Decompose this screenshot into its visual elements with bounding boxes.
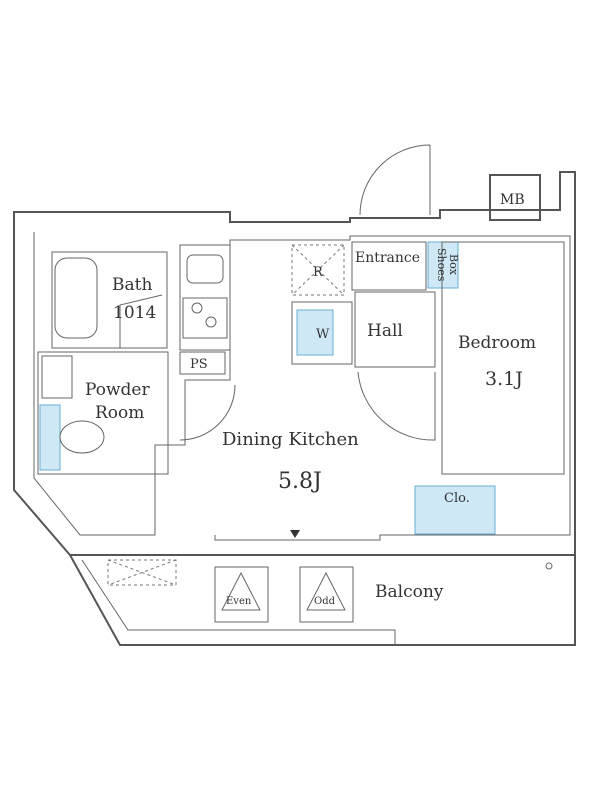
- mb-box: [489, 174, 541, 221]
- powder-door: [179, 384, 236, 441]
- balcony-storage-cross: [107, 559, 177, 586]
- kitchen-sink: [186, 254, 224, 284]
- shoes-box: [427, 241, 459, 289]
- closet: [414, 485, 496, 535]
- toilet-tank: [39, 404, 61, 471]
- hall-label: Hall: [367, 321, 403, 341]
- balcony-inner: [81, 559, 396, 645]
- ac-triangle-even: [221, 571, 261, 611]
- bathtub: [54, 257, 98, 339]
- ac-unit-even: [214, 566, 269, 623]
- bedroom-label: Bedroom: [458, 333, 536, 353]
- washer-space: [291, 301, 353, 365]
- mb-label: MB: [500, 192, 525, 208]
- kitchen-counter: [179, 244, 231, 351]
- shoes-label: Shoes: [435, 248, 448, 282]
- bath-size-label: 1014: [113, 303, 156, 323]
- dining-kitchen-size-label: 5.8J: [278, 469, 322, 494]
- bath-label: Bath: [112, 275, 152, 295]
- outer-wall-inner: [33, 232, 571, 541]
- stove: [182, 297, 228, 339]
- refrigerator-label: R: [313, 265, 324, 280]
- burner-icon: [191, 302, 203, 314]
- washer: [296, 309, 334, 356]
- bath-room: [51, 251, 168, 349]
- hall: [354, 291, 436, 368]
- outer-wall: [13, 171, 576, 556]
- washer-label: W: [316, 327, 330, 342]
- bedroom-size-label: 3.1J: [485, 368, 523, 390]
- ac-triangle-odd: [306, 571, 346, 611]
- ps-label: PS: [190, 357, 208, 372]
- bath-door: [119, 294, 163, 348]
- toilet-bowl: [59, 420, 105, 454]
- powder-room: [37, 351, 169, 475]
- ac-unit-odd: [299, 566, 354, 623]
- refrigerator-space: [291, 244, 345, 296]
- dining-kitchen-label: Dining Kitchen: [222, 429, 359, 450]
- bedroom: [441, 241, 565, 475]
- closet-label: Clo.: [444, 491, 470, 506]
- bedroom-door: [357, 371, 436, 441]
- box-label: Box: [447, 254, 460, 276]
- odd-label: Odd: [314, 596, 336, 607]
- burner-icon: [205, 316, 217, 328]
- ps-box: [179, 351, 226, 375]
- balcony-storage: [107, 559, 177, 586]
- even-label: Even: [226, 596, 252, 607]
- balcony: [69, 554, 576, 646]
- powder-label-2: Room: [95, 403, 144, 423]
- refrigerator-cross: [291, 244, 345, 296]
- balcony-label: Balcony: [375, 582, 444, 602]
- entrance-door: [359, 144, 431, 216]
- entrance-area: [351, 241, 427, 291]
- powder-label-1: Powder: [85, 380, 150, 400]
- entrance-label: Entrance: [355, 250, 420, 266]
- window-marker: [290, 530, 300, 538]
- sink: [41, 355, 73, 399]
- drain-icon: [545, 562, 553, 570]
